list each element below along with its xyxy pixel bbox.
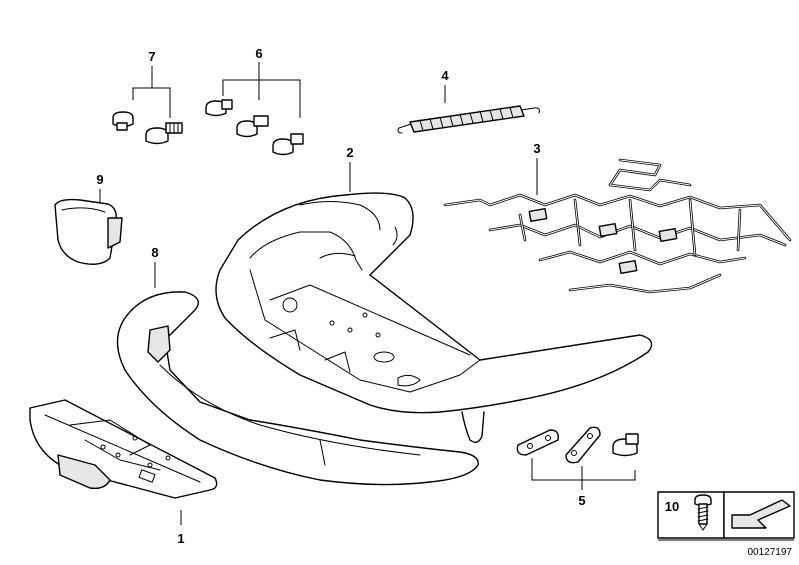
callout-8: 8 — [151, 245, 158, 260]
callout-3: 3 — [533, 141, 540, 156]
part-2-seat-frame — [215, 162, 653, 443]
part-1-bracket — [29, 399, 218, 525]
part-3-spring-mat — [443, 158, 792, 294]
callout-10: 10 — [665, 499, 679, 514]
callout-4: 4 — [441, 68, 449, 83]
part-8-trim — [116, 262, 479, 486]
document-number: 00127197 — [748, 547, 793, 558]
callout-1: 1 — [177, 531, 184, 546]
callout-9: 9 — [96, 172, 103, 187]
arrow-icon — [731, 499, 791, 529]
callout-2: 2 — [346, 145, 353, 160]
part-10-screw-icon — [694, 494, 712, 531]
part-9-cap — [54, 189, 123, 265]
callout-7: 7 — [148, 49, 155, 64]
part-6-screws — [205, 62, 304, 156]
part-4-spring — [397, 85, 540, 134]
callouts: 7 6 4 3 2 9 8 5 1 10 00127197 — [96, 46, 792, 558]
legend-box — [657, 491, 795, 541]
part-5-small-parts — [516, 426, 639, 490]
part-7-bolts — [112, 66, 183, 145]
callout-5: 5 — [578, 493, 585, 508]
callout-6: 6 — [255, 46, 262, 61]
spring-coils — [419, 106, 514, 132]
